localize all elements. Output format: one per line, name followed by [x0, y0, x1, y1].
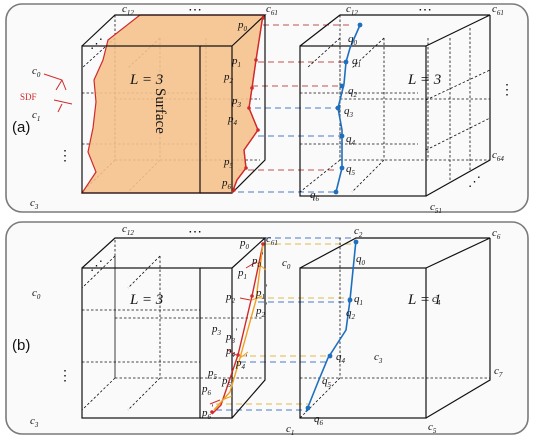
b-left-p1p-label: p1′ — [255, 283, 268, 301]
b-right-q0-label: q0 — [356, 253, 366, 267]
b-left-p1-label: p1 — [237, 267, 247, 281]
b-right-c6-label: c6 — [492, 227, 501, 241]
a-left-c0-label: c0 — [32, 65, 41, 79]
a-right-q4-label: q4 — [346, 133, 356, 147]
panel-a-right-cube — [299, 14, 491, 197]
panel-a-left-cube — [43, 14, 267, 194]
panel-b-left-ellipsis-diag: ⋰ — [90, 258, 103, 273]
a-left-p3-label: p3 — [231, 95, 242, 109]
b-right-q2-label: q2 — [346, 307, 356, 321]
a-left-c1-label: c1 — [32, 109, 40, 123]
b-left-c61-label: c61 — [266, 233, 278, 247]
panel-b-tag: (b) — [12, 337, 30, 354]
b-left-p0-label: p0 — [239, 237, 250, 251]
a-right-q1-label: q1 — [352, 55, 361, 69]
b-left-c12-label: c12 — [122, 223, 134, 237]
a-left-p2-label: p2 — [223, 71, 234, 85]
b-left-p3p-label: p3′ — [225, 327, 238, 345]
a-right-c61-label: c61 — [492, 3, 504, 17]
b-right-c2-label: c2 — [354, 225, 363, 239]
b-right-q6-label: q6 — [314, 413, 324, 427]
b-left-p5p-label: p5′ — [221, 371, 234, 389]
b-left-p3-label: p3 — [211, 323, 222, 337]
a-right-q0-label: q0 — [348, 33, 358, 47]
a-left-c12-label: c12 — [122, 3, 134, 17]
b-left-p2p-label: p2′ — [255, 301, 268, 319]
b-left-p5-label: p5 — [207, 367, 218, 381]
panel-a-right-ellipsis-diag: ⋰ — [468, 174, 481, 189]
panel-a-left-level: L = 3 — [129, 72, 163, 88]
a-right-c12-label: c12 — [346, 3, 358, 17]
a-left-p1-label: p1 — [231, 55, 241, 69]
b-left-c3-label: c3 — [30, 415, 39, 429]
b-left-p6p-label: p6′ — [201, 403, 214, 421]
a-right-q3-label: q3 — [344, 105, 354, 119]
a-left-c61-label: c61 — [266, 3, 278, 17]
b-right-q1-label: q1 — [354, 293, 363, 307]
panel-b-left-ellipsis-top: ⋯ — [188, 225, 202, 240]
b-right-q5-label: q5 — [322, 375, 332, 389]
panel-a-right-level: L = 3 — [407, 72, 441, 88]
a-left-p0-label: p0 — [237, 19, 248, 33]
b-right-c4-label: c4 — [432, 293, 441, 307]
panel-a-right-ellipsis-top: ⋯ — [418, 3, 432, 18]
sdf-label: SDF — [20, 92, 37, 102]
b-right-c3-label: c3 — [374, 351, 383, 365]
b-left-p6-label: p6 — [201, 383, 212, 397]
panel-a-left-ellipsis-vert: ⋮ — [58, 149, 72, 164]
a-right-q6-label: q6 — [310, 189, 320, 203]
a-left-p6-label: p6 — [221, 177, 232, 191]
b-right-c5-label: c5 — [428, 421, 437, 435]
a-right-q5-label: q5 — [346, 163, 356, 177]
panel-a-left-ellipsis-top: ⋯ — [188, 3, 202, 18]
a-right-c51-label: c51 — [430, 201, 442, 215]
b-right-c1-label: c1 — [286, 423, 294, 437]
b-left-p2-label: p2 — [225, 291, 236, 305]
b-left-p4p-label: p4′ — [235, 353, 248, 371]
b-left-p0p-label: p0′ — [251, 251, 264, 269]
b-right-c0-label: c0 — [282, 257, 291, 271]
b-left-p4-label: p4 — [225, 345, 236, 359]
b-left-c0-label: c0 — [32, 287, 41, 301]
panel-b-left-cube — [81, 237, 267, 419]
panel-b-right-cube — [299, 237, 491, 419]
panel-a-right-ellipsis-vert: ⋮ — [500, 83, 514, 98]
panel-b-left-level: L = 3 — [129, 292, 163, 308]
panel-a-left-ellipsis-diag: ⋰ — [90, 36, 103, 51]
a-left-p4-label: p4 — [227, 113, 238, 127]
panel-b-right-level: L = 1 — [407, 292, 441, 308]
b-right-c7-label: c7 — [494, 365, 503, 379]
b-right-q4-label: q4 — [336, 351, 346, 365]
a-left-c3-label: c3 — [30, 197, 39, 211]
surface-label: Surface — [152, 88, 168, 134]
panel-a-tag: (a) — [12, 119, 30, 136]
a-right-c64-label: c64 — [492, 149, 504, 163]
panel-b-left-ellipsis-vert: ⋮ — [58, 369, 72, 384]
panel-b-connectors — [216, 237, 356, 411]
panel-b-frame — [5, 221, 529, 435]
a-right-q2-label: q2 — [348, 85, 358, 99]
a-left-p5-label: p5 — [223, 156, 234, 170]
panel-a-connectors — [238, 24, 350, 193]
